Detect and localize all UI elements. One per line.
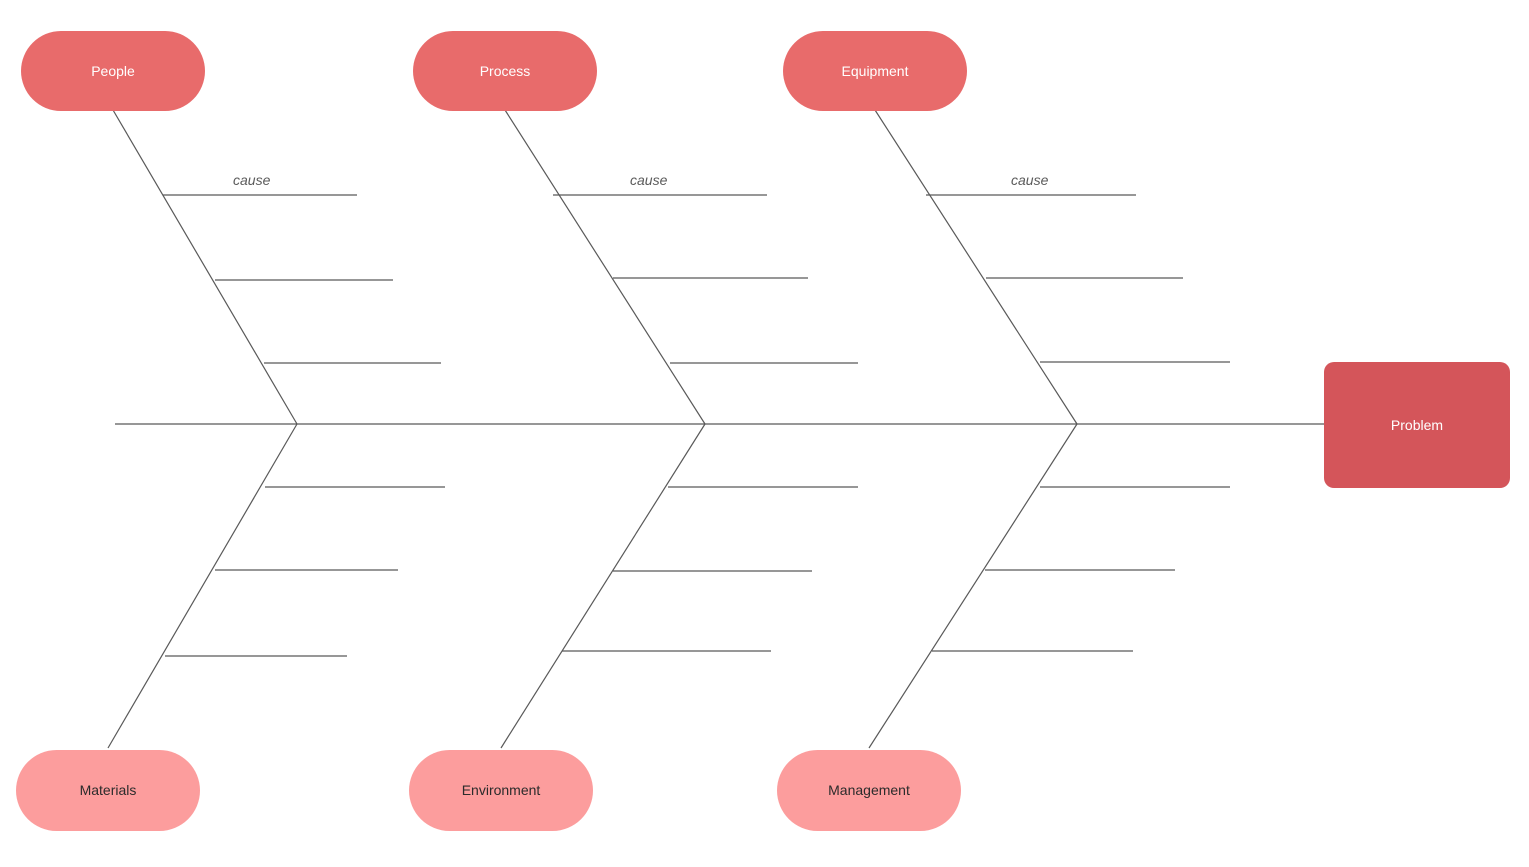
category-diagonals-group [107,109,1078,749]
cause-label-2[interactable]: cause [1011,172,1049,188]
cause-label-1[interactable]: cause [630,172,668,188]
category-node-equipment[interactable]: Equipment [783,31,967,111]
category-node-environment[interactable]: Environment [409,750,593,831]
effect-node-label: Problem [1390,416,1444,433]
category-node-label: Materials [79,782,137,799]
category-node-process[interactable]: Process [413,31,597,111]
category-node-materials[interactable]: Materials [16,750,200,831]
category-node-label: Environment [461,782,541,799]
category-diagonal-equipment [874,109,1078,425]
category-node-management[interactable]: Management [777,750,961,831]
category-node-label: Equipment [841,62,909,79]
category-node-label: Process [479,62,531,79]
category-diagonal-people [112,109,298,425]
category-diagonal-process [504,109,706,425]
effect-node-problem[interactable]: Problem [1324,362,1510,488]
cause-bones-group [163,194,1230,657]
category-diagonal-management [868,423,1078,749]
category-diagonal-materials [107,423,298,749]
category-node-people[interactable]: People [21,31,205,111]
category-node-label: Management [828,782,910,799]
category-diagonal-environment [500,423,706,749]
category-node-label: People [91,62,135,79]
cause-label-0[interactable]: cause [233,172,271,188]
